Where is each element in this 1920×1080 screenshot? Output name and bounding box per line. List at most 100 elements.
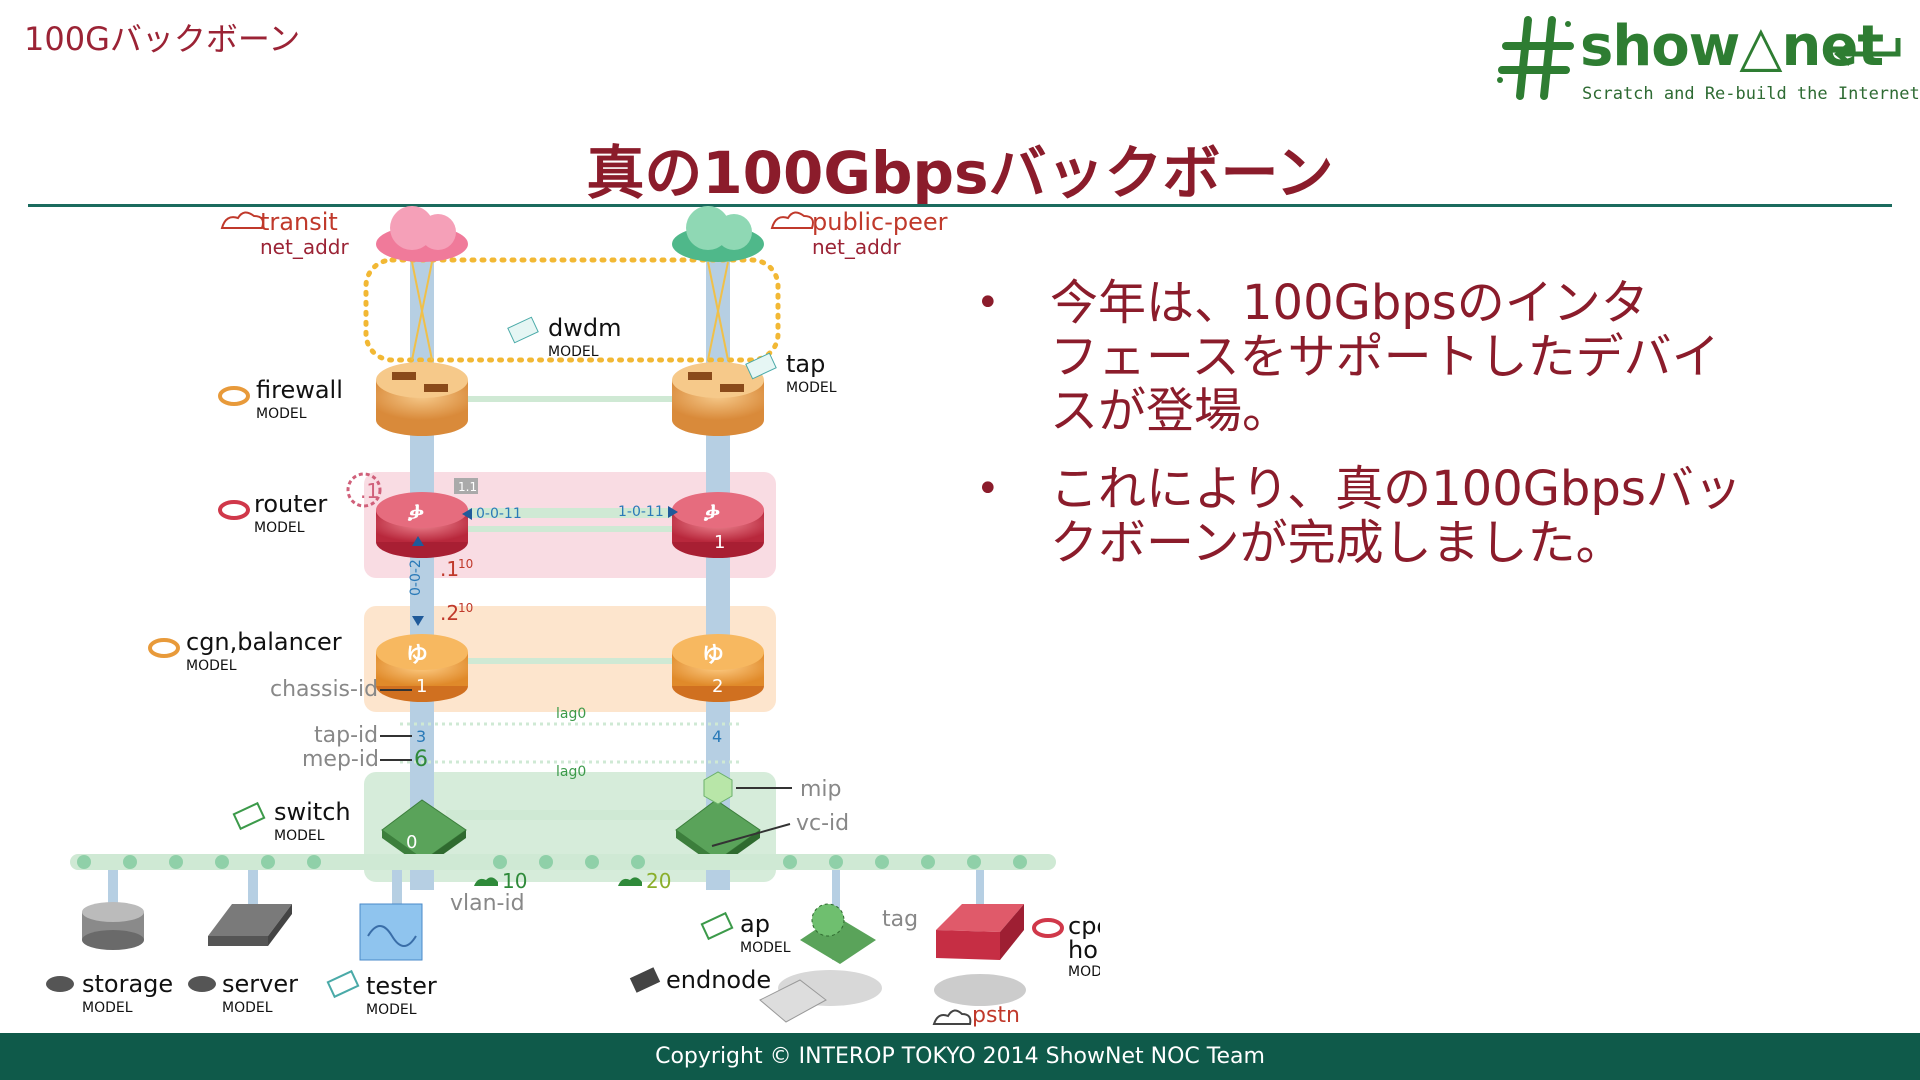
switch-label: switch [274,798,351,826]
server-model: MODEL [222,1000,273,1016]
bullet-line: スが登場。 [1050,383,1291,439]
tap-label: tap [786,350,825,378]
vlan-10-label: 10 [502,869,527,893]
storage-device [82,902,144,950]
firewall-model: MODEL [256,406,307,422]
firewall-legend-icon [218,386,250,406]
logo-tagline: Scratch and Re-build the Internet [1582,84,1920,104]
addr-1-sup: 10 [458,557,473,571]
switch-link [446,810,696,820]
title-divider [28,204,1892,207]
ap-legend-icon [700,911,734,941]
addr-1-label: .1 [440,557,459,581]
firewall-right [672,362,764,436]
router-left-id: .1 [360,479,379,503]
chassis-id-label: chassis-id [270,677,378,702]
router-right-id: 1 [714,532,725,553]
bullet-line: フェースをサポートしたデバイ [1050,329,1720,385]
copyright-text: Copyright © INTEROP TOKYO 2014 ShowNet N… [655,1044,1265,1069]
port-vertical-label: 0-0-2 [408,559,424,596]
ap-model: MODEL [740,940,791,956]
router-label: router [254,490,327,518]
shownet-logo: show△net Scratch and Re-build the Intern… [1490,10,1920,110]
ap-device [800,903,876,964]
cpe-label: cpe, [1068,912,1100,940]
mep-value: 6 [414,747,428,772]
tag-label: tag [882,907,918,932]
bullet-marker: • [976,466,1000,512]
cgn-right: ゆ [672,634,764,702]
left-trunk [410,250,434,890]
transit-label: transit [260,208,338,236]
lag0-label-2: lag0 [556,764,586,780]
tap-left-id: 3 [416,727,426,746]
switch-model: MODEL [274,828,325,844]
router-right: ቃ [672,492,764,558]
router-band [364,472,776,578]
switch-id: 0 [406,832,417,853]
return-arrow-icon [1834,38,1901,66]
drop-cpe [976,870,984,906]
server-legend-icon [188,976,216,992]
storage-model: MODEL [82,1000,133,1016]
dwdm-legend-icon [507,316,539,344]
switch-legend-icon [232,801,266,831]
cgn-model: MODEL [186,658,237,674]
public-peer-sublabel: net_addr [812,235,901,259]
drop-tester [392,870,402,906]
storage-label: storage [82,970,173,998]
transit-cloud [376,206,468,262]
cpe-label-2: home-router [1068,936,1100,964]
router-id-ring [346,472,382,508]
bullet-line: 今年は、100Gbpsのインタ [1050,275,1649,331]
port-left-arrow [462,508,472,520]
vlan-bus-dots [77,855,1027,869]
logo-wordmark: show△net [1580,14,1884,79]
server-label: server [222,970,298,998]
tap-model: MODEL [786,380,837,396]
addr-2-label: .2 [440,601,459,625]
ap-label: ap [740,910,770,938]
cpe-device [934,904,1026,1006]
page-title: 真の100Gbpsバックボーン [586,139,1334,207]
vlan-id-label: vlan-id [450,891,525,916]
hash-logo-icon [1497,16,1574,100]
lag0-label-1: lag0 [556,706,586,722]
network-diagram: ቃ ቃ ゆ ゆ [46,206,1100,1028]
pstn-label: pstn [972,1003,1020,1028]
cgn-left-id: 1 [416,676,427,697]
vlan-20-label: 20 [646,869,671,893]
firewall-label: firewall [256,376,343,404]
cgn-link [446,658,696,664]
vc-id-leader [711,823,791,847]
svg-text:ቃ: ቃ [407,501,424,526]
port-right-label: 1-0-11 [618,504,664,520]
bullet-item: • これにより、真の100Gbpsバッ クボーンが完成しました。 [968,462,1888,570]
firewall-link [446,396,696,402]
cgn-right-id: 2 [712,676,723,697]
svg-text:ቃ: ቃ [703,501,720,526]
drop-storage [108,870,118,910]
dwdm-label: dwdm [548,314,621,342]
tap-right-id: 4 [712,727,722,746]
dwdm-ring [363,257,781,363]
public-peer-label: public-peer [812,208,948,236]
bullet-list: • 今年は、100Gbpsのインタ フェースをサポートしたデバイ スが登場。 •… [968,276,1888,594]
port-right-arrow [668,506,678,518]
vertical-arrow-down [412,616,424,626]
tester-legend-icon [326,969,360,999]
fiber-right [707,261,729,361]
cgn-legend-icon [148,638,180,658]
footer-bar: Copyright © INTEROP TOKYO 2014 ShowNet N… [0,1033,1920,1080]
bullet-item: • 今年は、100Gbpsのインタ フェースをサポートしたデバイ スが登場。 [968,276,1888,438]
router-link [446,508,696,518]
cpe-model: MODEL [1068,964,1100,980]
vc-id-label: vc-id [796,811,849,836]
vertical-arrow-up [412,536,424,546]
mip-cube [703,771,733,805]
transit-legend-icon [220,211,264,229]
dwdm-model: MODEL [548,344,599,360]
storage-legend-icon [46,976,74,992]
tap-legend-icon [745,352,777,380]
pstn-legend-icon [932,1009,972,1025]
